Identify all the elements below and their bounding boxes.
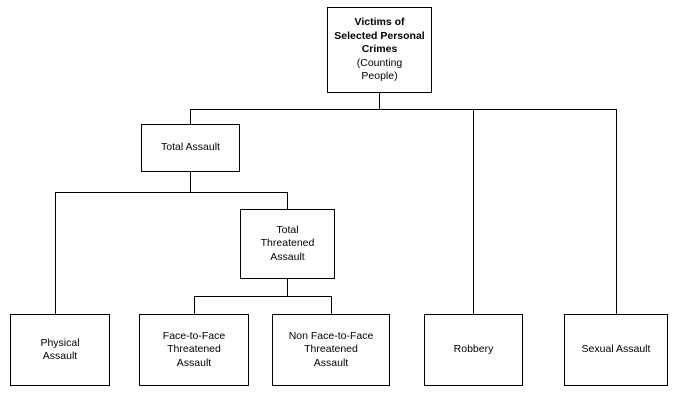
connector-root-stem [379, 93, 380, 109]
node-face-to-face-line-2: Threatened [167, 343, 221, 356]
node-total-threatened-assault-line-2: Threatened [260, 237, 315, 250]
node-face-to-face-line-1: Face-to-Face [162, 329, 226, 342]
connector-to-total-assault [190, 109, 191, 124]
node-root: Victims of Selected Personal Crimes (Cou… [327, 7, 432, 93]
node-face-to-face-threatened-assault: Face-to-Face Threatened Assault [139, 314, 249, 386]
connector-to-physical-assault [55, 192, 56, 314]
node-non-face-to-face-line-3: Assault [313, 356, 349, 369]
node-root-line-3: Crimes [361, 43, 398, 56]
connector-total-threatened-bar [194, 296, 331, 297]
connector-to-total-threatened-assault [287, 192, 288, 209]
node-physical-assault-line-1: Physical [40, 336, 80, 349]
connector-to-sexual-assault [616, 109, 617, 314]
node-non-face-to-face-threatened-assault: Non Face-to-Face Threatened Assault [272, 314, 390, 386]
node-root-line-4: (Counting [356, 56, 403, 69]
connector-total-assault-stem [190, 172, 191, 192]
connector-root-bar [190, 109, 616, 110]
node-sexual-assault-label: Sexual Assault [581, 343, 651, 356]
node-total-threatened-assault: Total Threatened Assault [240, 209, 335, 279]
node-robbery: Robbery [424, 314, 523, 386]
node-total-threatened-assault-line-3: Assault [270, 250, 305, 263]
node-face-to-face-line-3: Assault [176, 356, 212, 369]
node-non-face-to-face-line-2: Threatened [304, 343, 358, 356]
connector-to-non-face-to-face [331, 296, 332, 314]
node-total-assault-label: Total Assault [161, 141, 220, 154]
node-physical-assault: Physical Assault [10, 314, 110, 386]
connector-total-assault-bar [55, 192, 287, 193]
node-non-face-to-face-line-1: Non Face-to-Face [288, 329, 374, 342]
node-total-threatened-assault-line-1: Total [276, 223, 299, 236]
connector-total-threatened-stem [287, 279, 288, 296]
node-robbery-label: Robbery [453, 343, 494, 356]
connector-to-robbery [473, 109, 474, 314]
node-root-line-5: People) [361, 70, 398, 83]
node-physical-assault-line-2: Assault [42, 350, 78, 362]
node-total-assault: Total Assault [141, 124, 240, 172]
node-sexual-assault: Sexual Assault [564, 314, 668, 386]
connector-to-face-to-face [194, 296, 195, 314]
node-root-line-2: Selected Personal [334, 29, 425, 42]
node-root-line-1: Victims of [354, 16, 405, 29]
